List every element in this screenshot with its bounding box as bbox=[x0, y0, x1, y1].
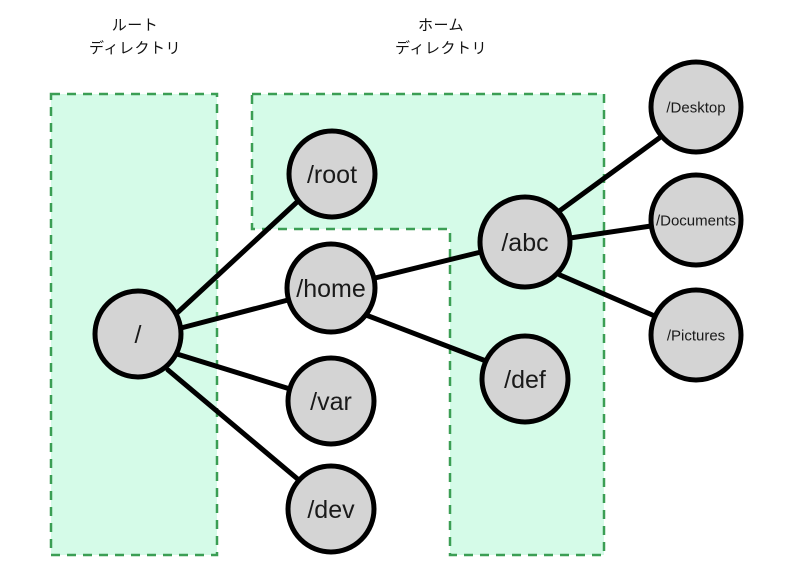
node-label-abc: /abc bbox=[501, 229, 548, 257]
node-documents[interactable]: /Documents bbox=[648, 172, 744, 268]
edge-abc-to-pictures bbox=[557, 272, 660, 320]
edge-root-to-home bbox=[178, 297, 291, 331]
node-layer: / /root /home /var /dev /abc bbox=[92, 59, 744, 555]
node-label-root: / bbox=[135, 321, 142, 349]
node-label-pictures: /Pictures bbox=[667, 328, 725, 345]
edge-home-to-abc bbox=[372, 249, 484, 281]
edge-abc-to-desktop bbox=[555, 133, 665, 215]
node-dev[interactable]: /dev bbox=[285, 463, 377, 555]
node-root[interactable]: / bbox=[92, 288, 184, 380]
node-label-desktop: /Desktop bbox=[666, 100, 725, 117]
node-def[interactable]: /def bbox=[479, 333, 571, 425]
node-label-documents: /Documents bbox=[656, 213, 736, 230]
node-label-def: /def bbox=[504, 366, 546, 394]
node-pictures[interactable]: /Pictures bbox=[648, 287, 744, 383]
node-desktop[interactable]: /Desktop bbox=[648, 59, 744, 155]
edge-root-to-root-dir bbox=[173, 199, 300, 317]
edge-layer bbox=[165, 133, 665, 484]
edge-root-to-dev bbox=[165, 367, 303, 484]
node-label-dev: /dev bbox=[307, 496, 355, 524]
node-var[interactable]: /var bbox=[285, 355, 377, 447]
edge-root-to-var bbox=[174, 351, 293, 392]
node-label-home: /home bbox=[296, 275, 365, 303]
node-home[interactable]: /home bbox=[284, 241, 378, 335]
node-root-dir[interactable]: /root bbox=[286, 128, 378, 220]
edge-home-to-def bbox=[363, 312, 489, 364]
node-label-root-dir: /root bbox=[307, 161, 357, 189]
node-abc[interactable]: /abc bbox=[477, 194, 573, 290]
node-label-var: /var bbox=[310, 388, 352, 416]
edge-abc-to-documents bbox=[567, 223, 654, 241]
